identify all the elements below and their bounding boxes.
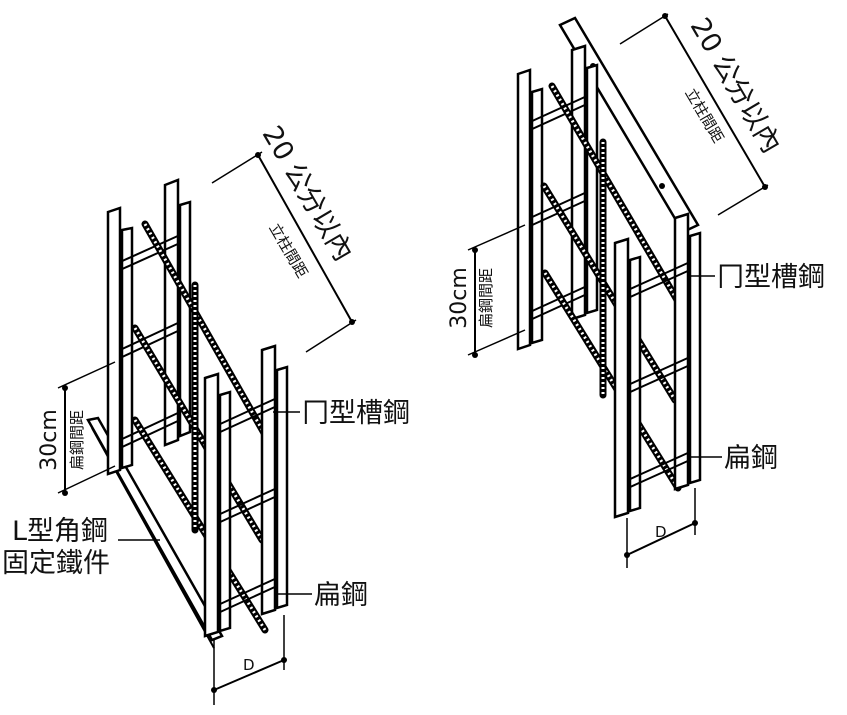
left-back-column-4 bbox=[178, 200, 192, 438]
right-front-flat-bar-2 bbox=[627, 356, 691, 386]
left-front-column-4 bbox=[275, 365, 289, 610]
right-front-column-2 bbox=[628, 255, 642, 513]
left-height-label: 30cm bbox=[37, 409, 62, 471]
left-flat-label: 扁鋼 bbox=[314, 580, 368, 611]
right-front-column-4 bbox=[688, 231, 702, 485]
right-back-column-3 bbox=[570, 44, 587, 321]
right-flat-label: 扁鋼 bbox=[724, 443, 778, 474]
right-d-dimension bbox=[626, 522, 696, 556]
left-back-column-2 bbox=[120, 226, 134, 470]
left-front-flat-bar-2 bbox=[217, 487, 278, 516]
left-front-column-3 bbox=[260, 344, 277, 616]
left-d-label: D bbox=[243, 656, 255, 674]
left-spacing-label: 20 公分以內 bbox=[256, 121, 359, 267]
right-back-column-1 bbox=[516, 68, 532, 351]
left-angle-label: L型角鋼 bbox=[12, 516, 108, 547]
left-front-flat-bar-1 bbox=[217, 397, 278, 426]
right-height-label: 30cm bbox=[447, 267, 472, 329]
left-back-flat-bar-2 bbox=[119, 321, 181, 351]
left-back-flat-bar-3 bbox=[119, 411, 181, 441]
right-d-label: D bbox=[655, 523, 667, 541]
left-fixer-label: 固定鐵件 bbox=[2, 548, 110, 579]
left-d-dimension bbox=[213, 659, 285, 691]
right-assembly bbox=[467, 13, 769, 568]
right-front-column-1 bbox=[613, 237, 630, 519]
left-front-flat-bar-3 bbox=[217, 577, 278, 606]
left-spacing-dimension bbox=[257, 154, 353, 323]
left-front-column-1 bbox=[203, 372, 220, 638]
left-spacing-sub-label: 立柱間距 bbox=[265, 220, 311, 281]
right-back-column-2 bbox=[530, 87, 544, 345]
right-front-flat-bar-1 bbox=[627, 261, 691, 291]
right-channel-label: 冂型槽鋼 bbox=[717, 262, 825, 293]
right-front-column-3 bbox=[673, 212, 690, 491]
left-angle-iron bbox=[86, 416, 224, 642]
left-channel-label: 冂型槽鋼 bbox=[302, 398, 410, 429]
left-assembly bbox=[57, 151, 357, 705]
left-height-sub-label: 扁鋼間距 bbox=[68, 410, 86, 470]
left-back-column-1 bbox=[106, 206, 122, 476]
right-front-flat-bar-3 bbox=[627, 451, 691, 481]
left-back-flat-bar-1 bbox=[119, 234, 181, 263]
right-height-sub-label: 扁鋼間距 bbox=[477, 268, 495, 328]
right-spacing-dimension bbox=[664, 15, 766, 188]
right-spacing-sub-label: 立柱間距 bbox=[681, 85, 727, 146]
right-back-column-4 bbox=[585, 63, 599, 315]
right-back-flat-bar-1 bbox=[529, 95, 588, 123]
left-back-column-3 bbox=[163, 178, 180, 447]
